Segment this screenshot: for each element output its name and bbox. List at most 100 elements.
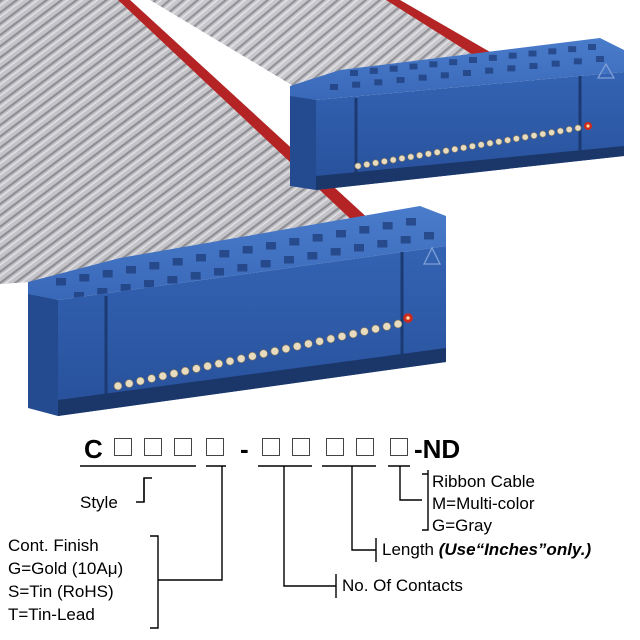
connector-cavity	[242, 246, 253, 254]
ribbon-cable-label: Ribbon Cable	[432, 472, 536, 491]
length-text: Length	[382, 540, 434, 559]
connector-cavity	[449, 59, 458, 66]
connector-cavity	[596, 56, 604, 62]
connector-cavity	[400, 236, 411, 244]
contact-pin	[565, 126, 573, 133]
contact-pin	[477, 141, 485, 149]
connector-cavity	[424, 232, 434, 240]
contact-pin	[169, 369, 179, 378]
connector-cavity	[307, 252, 318, 260]
contact-pin	[451, 145, 459, 153]
connector-cavity	[369, 67, 378, 74]
contact-pin	[389, 156, 397, 164]
contact-pin	[372, 159, 379, 167]
connector-cavity	[418, 74, 427, 81]
connector-cavity	[284, 256, 294, 264]
connector-cavity	[126, 266, 136, 274]
connector-cavity	[396, 77, 405, 83]
contact-pin	[468, 142, 476, 150]
contact-pin	[315, 337, 324, 346]
contact-pin	[486, 139, 494, 147]
contact-pin	[442, 147, 450, 155]
contact-pin	[539, 130, 547, 138]
connector-cavity	[429, 61, 438, 68]
contact-pin	[259, 349, 268, 358]
connector-cavity	[389, 65, 398, 72]
contact-pin	[433, 148, 441, 156]
connector-cavity	[382, 222, 393, 230]
contact-pin	[495, 138, 503, 146]
connector-cavity	[97, 288, 108, 296]
connector-cavity	[266, 242, 276, 250]
contact-pin	[181, 366, 190, 376]
connector-cavity	[74, 292, 84, 300]
contact-pin	[225, 357, 235, 366]
contact-pin	[248, 352, 257, 361]
connector-cavity	[548, 48, 557, 55]
contact-pin	[281, 344, 291, 353]
cable-box	[390, 438, 408, 456]
connector-cavity	[330, 248, 341, 256]
connector-cavity	[409, 63, 418, 70]
lower-connector	[28, 206, 446, 416]
contact-pin	[270, 347, 279, 356]
contact-pin	[293, 342, 302, 351]
connector-cavity	[568, 46, 577, 53]
finish-title-label: Cont. Finish	[8, 536, 99, 555]
connector-cavity	[377, 240, 388, 248]
contact-pin	[424, 150, 432, 158]
contact-pin	[530, 132, 538, 139]
contact-pin	[203, 361, 212, 371]
connector-cavity	[167, 276, 178, 284]
connector-cavity	[56, 278, 66, 286]
connector-cavity	[354, 244, 364, 252]
connector-cavity	[214, 268, 224, 276]
connector-cavity	[144, 280, 154, 288]
finish-box	[206, 438, 224, 456]
length-note: (Use“Inches”only.)	[438, 540, 592, 559]
length-label: Length (Use“Inches”only.)	[382, 540, 591, 560]
part-number-suffix: -ND	[414, 434, 461, 464]
contact-pin	[363, 161, 371, 168]
contact-pin	[574, 124, 582, 132]
connector-cavity	[172, 258, 183, 266]
contact-pin	[393, 319, 403, 329]
contact-pin	[513, 135, 520, 143]
part-number-dash: -	[240, 434, 249, 464]
connector-cavity	[120, 284, 131, 292]
connector-cavity	[196, 254, 206, 262]
contact-pin	[158, 371, 168, 381]
contact-pin	[124, 379, 134, 388]
contact-pin	[504, 136, 511, 144]
gray-label: G=Gray	[432, 516, 492, 535]
connector-cavity	[469, 57, 477, 63]
contact-pin	[407, 153, 415, 161]
contact-pin	[548, 129, 555, 136]
connector-cavity	[508, 52, 517, 59]
contact-pin	[136, 376, 145, 386]
contact-pin	[349, 329, 358, 339]
connector-cavity	[260, 260, 271, 268]
contact-pin	[354, 162, 362, 170]
contact-pin	[398, 154, 406, 162]
ribbon-cable-assembly-image	[0, 0, 624, 416]
contact-pin	[521, 133, 529, 141]
connector-cavity	[359, 226, 370, 234]
style-box-3	[174, 438, 192, 456]
style-box-1	[114, 438, 132, 456]
contacts-label: No. Of Contacts	[342, 576, 463, 595]
upper-connector	[290, 38, 624, 190]
connector-cavity	[79, 274, 90, 282]
finish-tin-lead-label: T=Tin-Lead	[8, 605, 95, 624]
connector-cavity	[336, 230, 346, 238]
style-label: Style	[80, 493, 118, 512]
connector-cavity	[190, 272, 201, 280]
connector-cavity	[529, 63, 538, 69]
connector-cavity	[551, 60, 560, 67]
connector-cavity	[440, 72, 449, 79]
connector-cavity	[289, 238, 300, 246]
contact-pin	[237, 354, 246, 363]
connector-cavity	[573, 58, 582, 65]
length-box-1	[326, 438, 344, 456]
connector-cavity	[588, 44, 596, 50]
